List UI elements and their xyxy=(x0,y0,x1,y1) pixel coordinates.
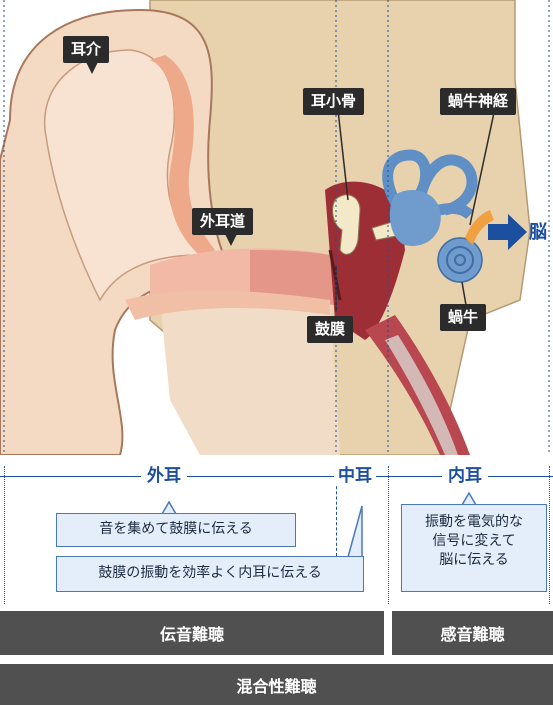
bar-sensorineural-hearing-loss: 感音難聴 xyxy=(392,611,553,655)
bar-conductive-hearing-loss: 伝音難聴 xyxy=(0,611,384,655)
bar-mixed-hearing-loss: 混合性難聴 xyxy=(0,664,553,705)
note-inner-line-1: 振動を電気的な xyxy=(402,513,546,532)
note-middle-ear: 鼓膜の振動を効率よく内耳に伝える xyxy=(56,556,364,592)
note-inner-line-3: 脳に伝える xyxy=(402,551,546,570)
note-inner-ear: 振動を電気的な 信号に変えて 脳に伝える xyxy=(401,504,547,592)
pointer-note-middle xyxy=(348,506,362,557)
note-inner-line-2: 信号に変えて xyxy=(402,532,546,551)
note-outer-ear: 音を集めて鼓膜に伝える xyxy=(56,513,296,547)
